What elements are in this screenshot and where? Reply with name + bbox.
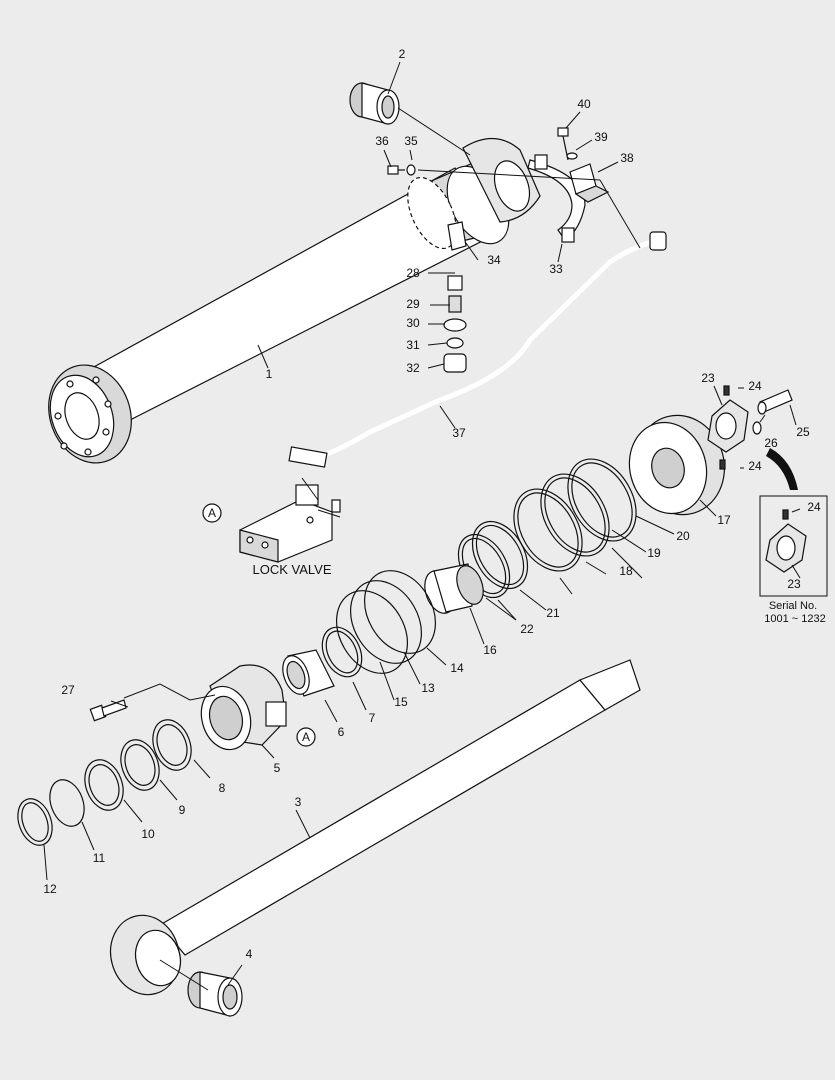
- set-screw-24-bottom: [719, 459, 726, 470]
- part-number-13: 13: [421, 681, 435, 695]
- piston-17: [628, 414, 726, 516]
- detail-marker-a-gland: A: [296, 727, 316, 747]
- part-number-23: 23: [701, 371, 715, 385]
- pipe-37: [288, 231, 667, 468]
- part-number-20: 20: [676, 529, 690, 543]
- screw-36: [387, 165, 405, 175]
- lock-valve-caption: LOCK VALVE: [253, 562, 332, 577]
- gland-5: [200, 664, 287, 751]
- part-number-37: 37: [452, 426, 466, 440]
- part-number-7: 7: [369, 711, 376, 725]
- part-number-15: 15: [394, 695, 408, 709]
- part-number-32: 32: [406, 361, 420, 375]
- part-number-36: 36: [375, 134, 389, 148]
- part-number-30: 30: [406, 316, 420, 330]
- part-number-18: 18: [619, 564, 633, 578]
- set-screw-24-top: [723, 385, 730, 396]
- rod-seals: [17, 719, 192, 846]
- seal-7: [321, 626, 363, 678]
- part-number-21: 21: [546, 606, 560, 620]
- washer-39: [566, 152, 578, 160]
- part-number-3: 3: [295, 795, 302, 809]
- bolt-27: [89, 699, 127, 722]
- part-number-31: 31: [406, 338, 420, 352]
- svg-text:A: A: [302, 730, 310, 744]
- part-number-27: 27: [61, 683, 75, 697]
- part-number-22: 22: [520, 622, 534, 636]
- o-ring-26: [752, 421, 762, 435]
- part-number-10: 10: [141, 827, 155, 841]
- part-number-labels: 1234567891011121314151617181920212223232…: [43, 47, 821, 961]
- bushing-4: [187, 971, 243, 1017]
- part-number-9: 9: [179, 803, 186, 817]
- part-number-28: 28: [406, 266, 420, 280]
- serial-caption-line1: Serial No.: [769, 600, 817, 612]
- part-number-11: 11: [93, 851, 106, 865]
- bushing-2: [349, 82, 400, 125]
- check-stack: [443, 275, 467, 373]
- part-number-12: 12: [43, 882, 57, 896]
- leader-lines: [43, 61, 801, 991]
- part-number-14: 14: [450, 661, 464, 675]
- part-number-33: 33: [549, 262, 563, 276]
- part-number-35: 35: [404, 134, 418, 148]
- pin-25: [757, 389, 793, 415]
- part-number-39: 39: [594, 130, 608, 144]
- washer-35: [406, 164, 416, 176]
- bushing-16: [424, 563, 484, 614]
- serial-caption-line2: 1001 ~ 1232: [764, 613, 825, 625]
- part-number-29: 29: [406, 297, 420, 311]
- part-number-23: 23: [787, 577, 801, 591]
- piston-rod: [109, 659, 641, 996]
- part-number-25: 25: [796, 425, 810, 439]
- nut-23: [707, 399, 749, 453]
- bolt-40: [557, 127, 569, 161]
- part-number-16: 16: [483, 643, 497, 657]
- part-number-40: 40: [577, 97, 591, 111]
- part-number-26: 26: [764, 436, 778, 450]
- part-number-4: 4: [246, 947, 253, 961]
- part-number-38: 38: [620, 151, 634, 165]
- cylinder-tube: [48, 137, 541, 464]
- part-number-6: 6: [338, 725, 345, 739]
- part-number-34: 34: [487, 253, 501, 267]
- detail-marker-a-valve: A: [202, 503, 222, 523]
- part-number-19: 19: [647, 546, 661, 560]
- part-number-24: 24: [748, 379, 762, 393]
- detail-nut: [765, 509, 807, 573]
- part-number-5: 5: [274, 761, 281, 775]
- detail-arrow: [766, 448, 798, 490]
- part-number-8: 8: [219, 781, 226, 795]
- lock-valve: [239, 484, 341, 563]
- svg-text:A: A: [208, 506, 216, 520]
- part-number-2: 2: [399, 47, 406, 61]
- serial-detail-box: [759, 495, 828, 597]
- bracket-34: [447, 221, 467, 251]
- bushing-6: [282, 649, 335, 697]
- part-number-1: 1: [266, 367, 273, 381]
- part-number-24: 24: [748, 459, 762, 473]
- part-number-24: 24: [807, 500, 821, 514]
- part-number-17: 17: [717, 513, 731, 527]
